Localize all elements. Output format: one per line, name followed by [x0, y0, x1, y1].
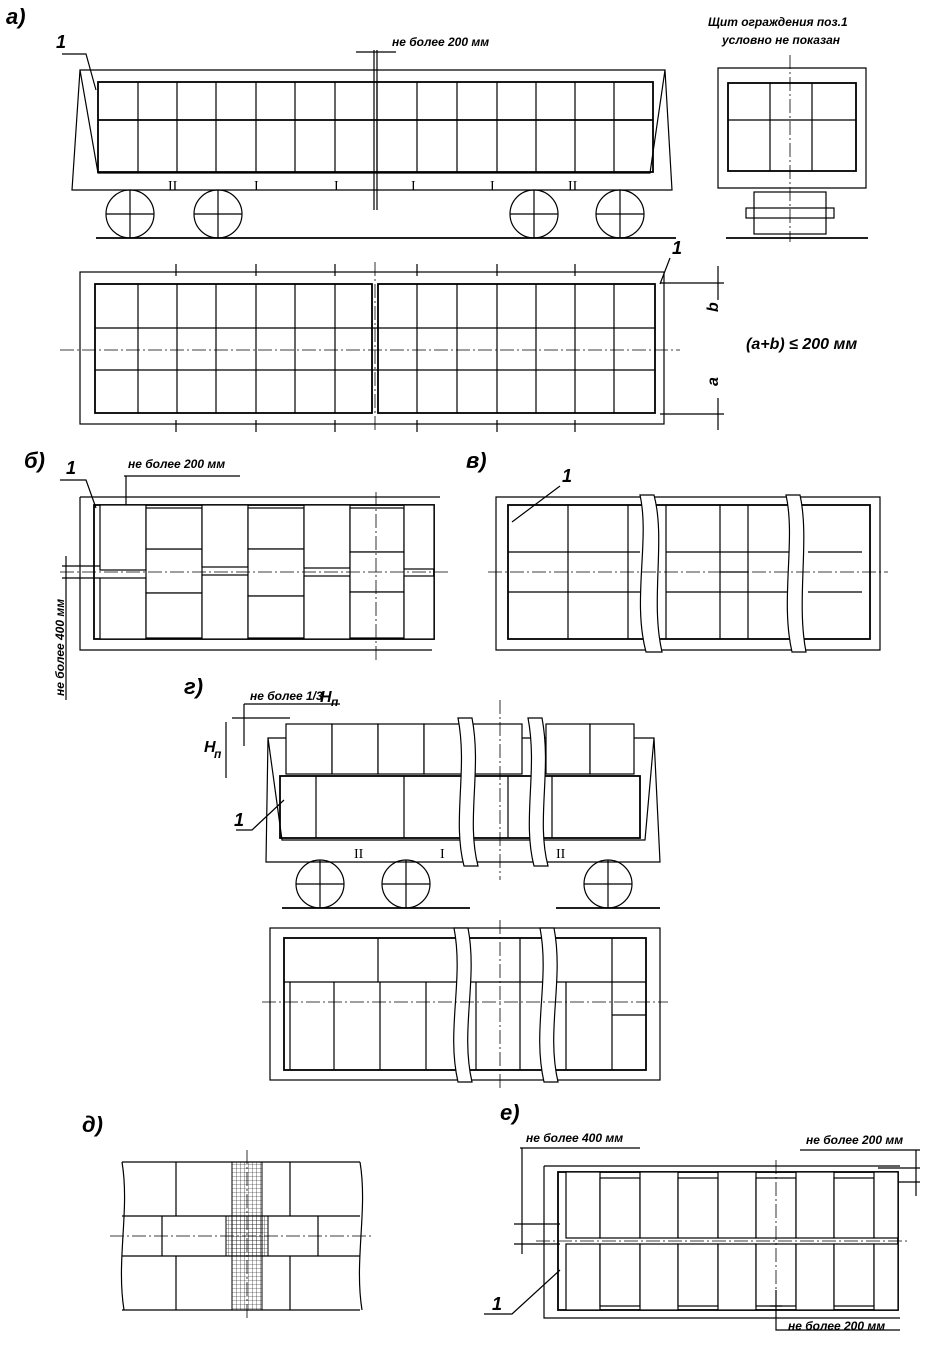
svg-text:II: II — [354, 847, 364, 862]
item-1-a-plan: 1 — [672, 238, 682, 258]
label-e: е) — [500, 1100, 520, 1125]
item-1-e: 1 — [492, 1294, 502, 1314]
side-grid-lines — [137, 82, 615, 172]
item-1-b: 1 — [66, 458, 76, 478]
view-g-plan — [262, 920, 668, 1090]
dim-third: не более 1/3 — [250, 689, 323, 703]
svg-text:I: I — [411, 179, 416, 194]
item-1-g: 1 — [234, 810, 244, 830]
h-subscript-top: п — [331, 695, 339, 709]
item-1-v: 1 — [562, 466, 572, 486]
formula-a-b: (a+b) ≤ 200 мм — [746, 336, 857, 353]
svg-text:II: II — [168, 179, 178, 194]
label-g: г) — [184, 674, 203, 699]
dim-200-e-top: не более 200 мм — [806, 1133, 903, 1147]
item-1-a-side: 1 — [56, 32, 66, 52]
h-subscript-left: п — [214, 747, 222, 761]
h-symbol-left: H — [204, 739, 216, 756]
wheels-g — [295, 859, 633, 909]
note-shield-line2: условно не показан — [721, 33, 841, 47]
view-a-plan: 1 b a (a+b) ≤ 200 мм — [60, 238, 857, 432]
dim-200-b: не более 200 мм — [128, 457, 225, 471]
svg-text:I: I — [440, 847, 445, 862]
roman-markers-a: II I I I I II — [168, 179, 578, 194]
dim-b: b — [705, 302, 722, 312]
view-a-side: а) не более 200 мм 1 II I I I I II — [6, 4, 676, 239]
svg-text:I: I — [490, 179, 495, 194]
view-v: в) 1 — [466, 448, 888, 653]
view-g-side: г) не более 1/3 H п H п 1 II I II — [184, 674, 661, 909]
label-b: б) — [24, 448, 45, 473]
label-d: д) — [82, 1112, 103, 1137]
dim-400-b: не более 400 мм — [53, 599, 67, 696]
svg-text:II: II — [568, 179, 578, 194]
view-a-end: Щит ограждения поз.1 условно не показан — [708, 15, 868, 242]
dim-200-a: не более 200 мм — [392, 35, 489, 49]
view-b: б) 1 не более 200 мм не более 400 мм — [24, 448, 450, 700]
roman-markers-g: II I II — [354, 847, 566, 862]
wheels-a — [105, 189, 645, 239]
view-d: д) — [82, 1112, 372, 1320]
svg-text:I: I — [254, 179, 259, 194]
note-shield-line1: Щит ограждения поз.1 — [708, 15, 848, 29]
dim-400-e: не более 400 мм — [526, 1131, 623, 1145]
h-symbol-top: H — [320, 689, 332, 706]
svg-text:II: II — [556, 847, 566, 862]
label-a: а) — [6, 4, 26, 29]
label-v: в) — [466, 448, 487, 473]
dim-200-e-bottom: не более 200 мм — [788, 1319, 885, 1333]
dim-a: a — [705, 377, 722, 386]
svg-text:I: I — [334, 179, 339, 194]
view-e: е) не более 400 мм не более 200 мм 1 не … — [484, 1100, 920, 1333]
